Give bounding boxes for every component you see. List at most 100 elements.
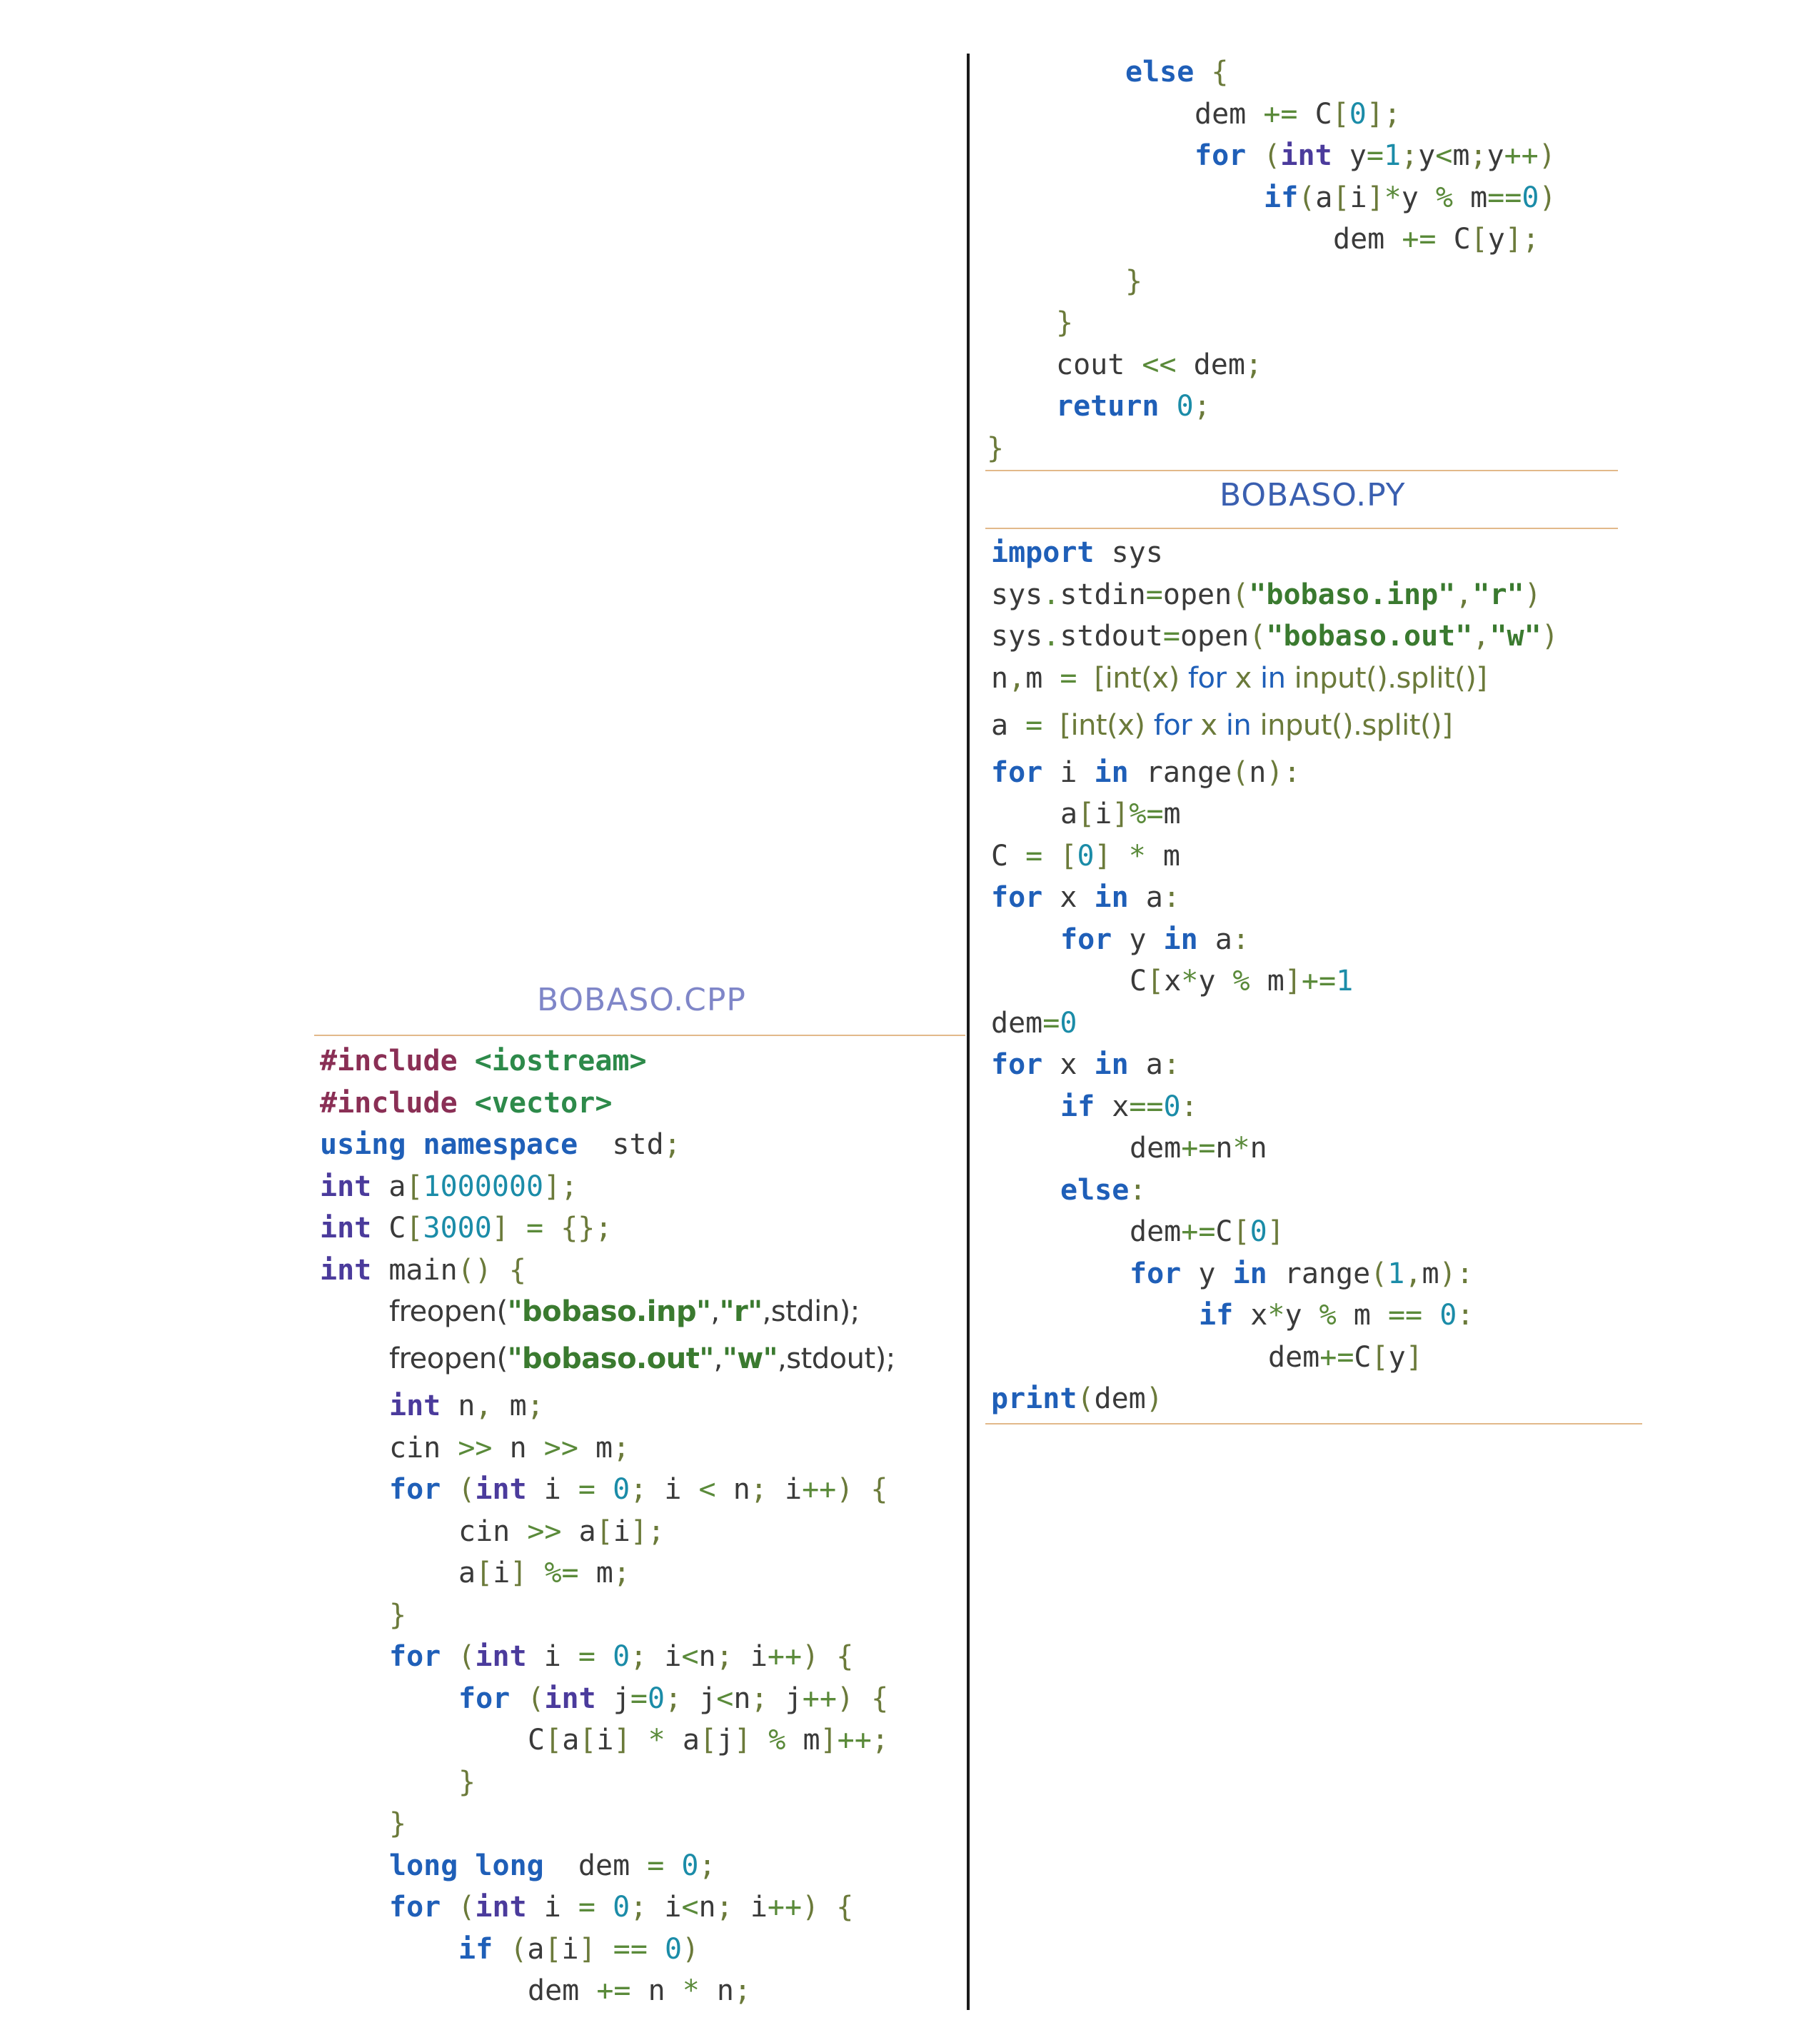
code-token: , <box>710 1295 720 1328</box>
code-token: ( <box>1232 755 1250 789</box>
code-token: ; <box>750 1682 768 1715</box>
code-token: ) <box>1538 139 1556 172</box>
code-line: for (int i = 0; i<n; i++) { <box>320 1886 895 1929</box>
code-line: a[i]%=m <box>991 793 1559 835</box>
code-token: main <box>371 1253 458 1287</box>
code-token: [ <box>406 1212 423 1245</box>
code-token: y <box>1487 139 1504 172</box>
code-token: m <box>1336 1299 1388 1332</box>
code-token: i <box>1349 181 1367 214</box>
code-token: a <box>1128 881 1163 914</box>
code-token: i <box>561 1932 579 1966</box>
code-token: in <box>1232 1257 1267 1290</box>
code-token: i <box>493 1557 511 1589</box>
code-line: } <box>320 1762 895 1804</box>
code-token: m <box>1453 181 1488 214</box>
code-line: if x==0: <box>991 1086 1559 1128</box>
code-token: ++ <box>837 1724 872 1757</box>
code-token: } <box>987 431 1005 465</box>
code-token: ) <box>1539 181 1557 214</box>
code-token: y <box>1401 181 1436 214</box>
code-token: a <box>458 1557 476 1589</box>
code-token: , <box>1008 661 1026 695</box>
code-token: 1 <box>1383 139 1402 172</box>
code-token: , <box>1472 620 1490 653</box>
code-token: ): <box>1439 1257 1474 1290</box>
code-token: stdin <box>1060 578 1146 611</box>
code-token: "bobaso.out" <box>1266 620 1473 653</box>
code-token: for <box>389 1891 441 1924</box>
code-token: += <box>1181 1215 1216 1248</box>
code-token: ] <box>578 1932 596 1966</box>
code-token: < <box>681 1640 699 1673</box>
code-token: ( <box>441 1473 476 1506</box>
code-token: [ <box>1470 223 1488 256</box>
code-token: ]; <box>543 1170 578 1203</box>
code-token: . <box>1042 620 1060 653</box>
code-token: += <box>1301 965 1337 998</box>
code-token: range <box>1128 755 1232 789</box>
code-token: ( <box>1232 578 1250 611</box>
code-token: () { <box>457 1253 526 1287</box>
code-token: ) <box>682 1932 700 1966</box>
code-token: x <box>1164 965 1182 998</box>
code-token: ++ <box>802 1682 837 1715</box>
code-token: a <box>527 1932 545 1966</box>
code-token: n <box>698 1640 716 1673</box>
code-token: ( <box>493 1932 528 1966</box>
code-line: a[i] %= m; <box>320 1552 895 1594</box>
code-token: y <box>1388 1340 1406 1374</box>
code-token: for <box>389 1473 441 1506</box>
code-token: i <box>526 1891 578 1924</box>
code-token: dem <box>1130 1132 1182 1165</box>
code-token: ) { <box>836 1682 889 1715</box>
code-token: ( <box>1370 1257 1388 1290</box>
code-token: : <box>1162 1048 1180 1081</box>
code-token: = <box>630 1682 648 1715</box>
code-token: x <box>1192 708 1226 742</box>
code-line: C[x*y % m]+=1 <box>991 960 1559 1003</box>
code-token: [ <box>1232 1215 1250 1248</box>
code-token: = <box>578 1473 596 1506</box>
code-token: int <box>475 1640 527 1673</box>
code-token: ,stdout); <box>778 1342 895 1375</box>
code-line: } <box>320 1594 895 1637</box>
code-token: x <box>1226 661 1260 695</box>
code-token: = <box>1042 1006 1060 1040</box>
code-token: [ <box>1332 181 1350 214</box>
code-token: "bobaso.out" <box>507 1342 714 1375</box>
py-end-rule <box>985 1423 1642 1424</box>
code-token: [int(x) <box>1094 661 1188 695</box>
code-token: for <box>1130 1257 1182 1290</box>
code-token: a <box>665 1724 700 1757</box>
code-token: for <box>1195 139 1247 172</box>
code-line: import sys <box>991 532 1559 574</box>
code-token: ( <box>441 1891 476 1924</box>
code-token: ) { <box>802 1640 854 1673</box>
code-token: for <box>458 1682 511 1715</box>
cpp-title-rule <box>314 1035 965 1036</box>
code-token: ,stdin); <box>762 1295 860 1328</box>
code-token: : <box>1232 923 1250 956</box>
code-token: j <box>768 1682 803 1715</box>
code-token: == <box>1487 181 1522 214</box>
code-token: y <box>1181 1257 1233 1290</box>
code-token: <iostream> <box>474 1045 647 1077</box>
code-token: else <box>1125 56 1195 89</box>
code-token: < <box>716 1682 734 1715</box>
code-token: += <box>1319 1340 1354 1374</box>
code-line: dem=0 <box>991 1003 1559 1045</box>
code-line: for x in a: <box>991 877 1559 919</box>
code-token: = <box>578 1640 596 1673</box>
code-line: a = [int(x) for x in input().split()] <box>991 705 1559 752</box>
code-token: a <box>1315 181 1333 214</box>
cpp-end-rule <box>985 470 1618 471</box>
code-line: #include <vector> <box>320 1082 895 1125</box>
code-line: dem+=C[y] <box>991 1337 1559 1379</box>
code-token: if <box>458 1932 493 1966</box>
code-line: dem += n * n; <box>320 1970 895 2012</box>
code-token: ] <box>734 1724 752 1757</box>
code-token: 0 <box>1060 1006 1077 1040</box>
code-token: %= <box>1129 798 1164 830</box>
code-token: 1000000 <box>423 1170 544 1203</box>
